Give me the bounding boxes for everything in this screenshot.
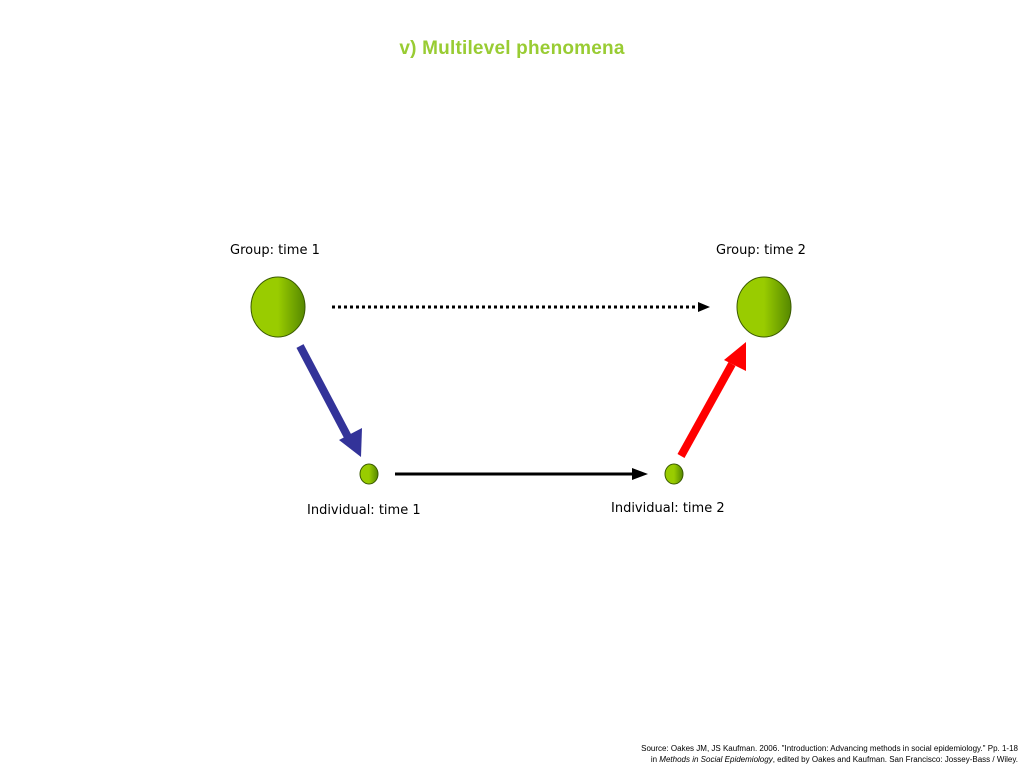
individual-arrow-head [632, 468, 648, 480]
source-line-2: in Methods in Social Epidemiology, edite… [641, 754, 1018, 765]
red-up-arrow-shaft [677, 362, 736, 458]
source-line-2-prefix: in [650, 755, 660, 764]
source-line-1: Source: Oakes JM, JS Kaufman. 2006. "Int… [641, 744, 1018, 753]
group-time2-label: Group: time 2 [716, 243, 806, 258]
blue-down-arrow-shaft [296, 344, 352, 439]
group-time1-label: Group: time 1 [230, 243, 320, 258]
red-up-arrow-head [724, 342, 746, 371]
group-dotted-arrow [332, 302, 710, 312]
individual-time1-node [359, 463, 379, 485]
blue-down-arrow [296, 344, 362, 457]
individual-time2-label: Individual: time 2 [611, 501, 725, 516]
group-dotted-arrow-head [698, 302, 710, 312]
blue-down-arrow-head [339, 428, 362, 457]
group-time2-node [736, 276, 792, 338]
individual-time2-node [664, 463, 684, 485]
slide-title: v) Multilevel phenomena [399, 38, 625, 59]
group-time1-node [250, 276, 306, 338]
source-book-title: Methods in Social Epidemiology [659, 755, 773, 764]
individual-time1-label: Individual: time 1 [307, 503, 421, 518]
source-citation: Source: Oakes JM, JS Kaufman. 2006. "Int… [641, 743, 1018, 765]
individual-arrow [395, 468, 648, 480]
source-line-2-suffix: , edited by Oakes and Kaufman. San Franc… [772, 755, 1018, 764]
red-up-arrow [677, 342, 746, 458]
